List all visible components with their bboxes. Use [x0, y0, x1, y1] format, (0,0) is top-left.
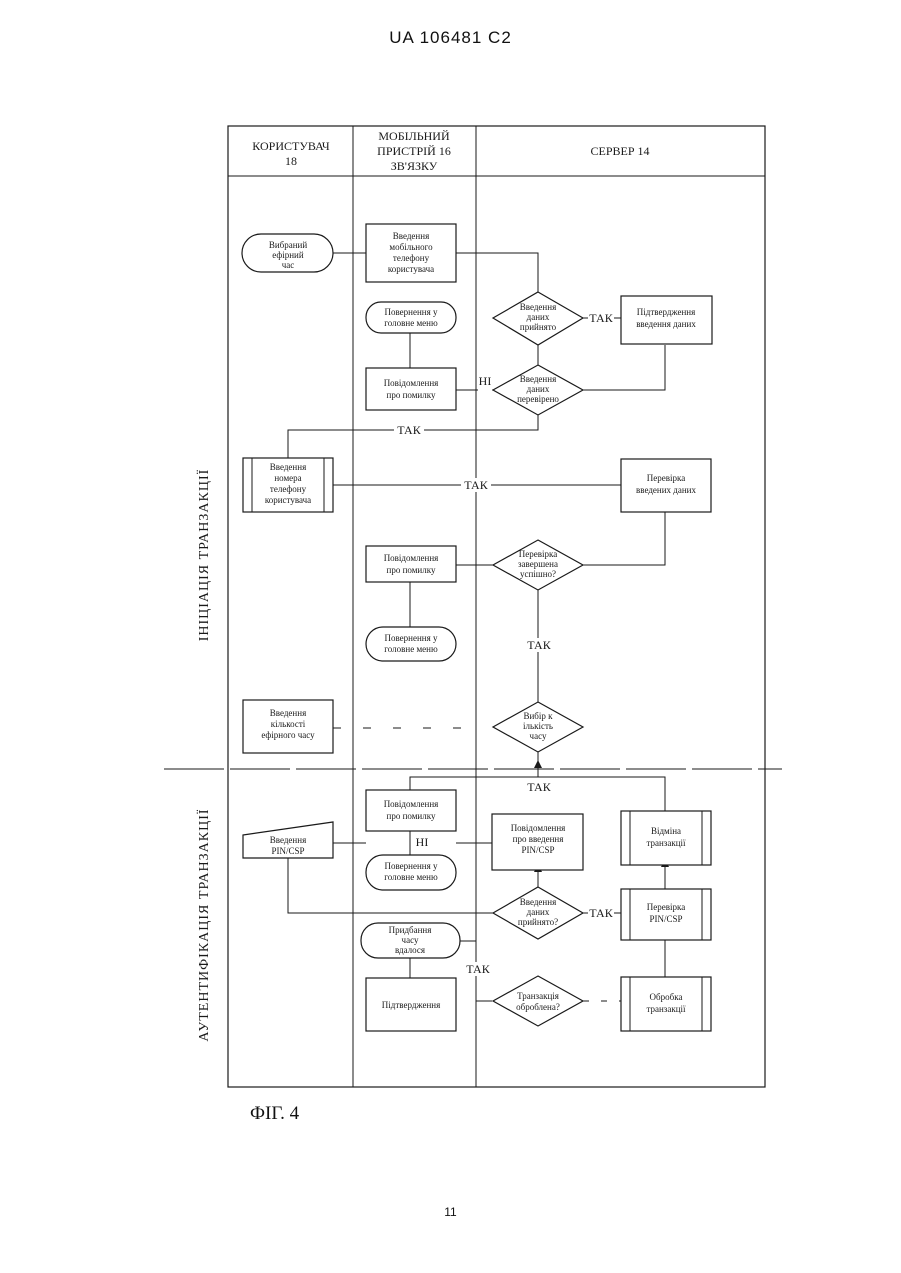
return-main-menu-2: Повернення уголовне меню [366, 627, 456, 661]
svg-text:ВведенняPIN/CSP: ВведенняPIN/CSP [270, 835, 306, 856]
svg-text:Транзакціяоброблена?: Транзакціяоброблена? [516, 991, 560, 1012]
svg-text:Повернення уголовне меню: Повернення уголовне меню [384, 861, 438, 882]
svg-text:Перевірказавершенауспішно?: Перевірказавершенауспішно? [518, 549, 558, 579]
data-accepted-decision: Введенняданихприйнято [493, 292, 583, 345]
svg-text:Введеннямобільноготелефонукори: Введеннямобільноготелефонукористувача [388, 231, 434, 274]
transaction-processed-decision: Транзакціяоброблена? [493, 976, 583, 1026]
svg-text:Повернення уголовне меню: Повернення уголовне меню [384, 633, 438, 654]
check-success-decision: Перевірказавершенауспішно? [493, 540, 583, 590]
label-yes-5: ТАК [527, 780, 551, 794]
label-no-2: НІ [416, 835, 429, 849]
col-header-mobile: МОБІЛЬНИЙПРИСТРІЙ 16ЗВ'ЯЗКУ [377, 129, 451, 173]
phase-label-authentication: АУТЕНТИФІКАЦІЯ ТРАНЗАКЦІЇ [195, 808, 212, 1041]
phone-number-entry-box: Введенняномерателефонукористувача [243, 458, 333, 512]
page-number: 11 [0, 1205, 901, 1219]
amount-passed-decision: Вибір кількістьчасу [493, 702, 583, 752]
error-message-box-3: Повідомленняпро помилку [366, 790, 456, 831]
verify-data-box: Перевіркавведених даних [621, 459, 711, 512]
label-yes-1: ТАК [589, 311, 613, 325]
error-message-box-1: Повідомленняпро помилку [366, 368, 456, 410]
phase-label-initiation: ІНІЦІАЦІЯ ТРАНЗАКЦІЇ [195, 469, 212, 642]
pin-request-message-box: Повідомленняпро введенняPIN/CSP [492, 814, 583, 870]
confirm-entry-box: Підтвердженнявведення даних [621, 296, 712, 344]
cancel-transaction-box: Відмінатранзакції [621, 811, 711, 865]
label-yes-7: ТАК [466, 962, 490, 976]
error-message-box-2: Повідомленняпро помилку [366, 546, 456, 582]
col-header-user: КОРИСТУВАЧ18 [252, 139, 330, 168]
confirmation-box: Підтвердження [366, 978, 456, 1031]
return-main-menu-1: Повернення уголовне меню [366, 302, 456, 333]
figure-caption: ФІГ. 4 [250, 1103, 299, 1125]
transaction-success-terminator: Придбаннячасувдалося [361, 923, 460, 958]
verify-pin-box: ПеревіркаPIN/CSP [621, 889, 711, 940]
airtime-amount-entry-box: Введеннякількостіефірного часу [243, 700, 333, 753]
process-transaction-box: Обробкатранзакції [621, 977, 711, 1031]
pin-accepted-decision: Введенняданихприйнято? [493, 887, 583, 939]
label-yes-6: ТАК [589, 906, 613, 920]
connector-lines [288, 253, 669, 1001]
svg-text:Підтвердження: Підтвердження [382, 1000, 441, 1010]
mobile-phone-entry-box: Введеннямобільноготелефонукористувача [366, 224, 456, 282]
label-no-1: НІ [479, 374, 492, 388]
airtime-selection-terminator: Вибранийефірнийчас [242, 234, 333, 272]
col-header-server: СЕРВЕР 14 [590, 144, 649, 158]
svg-text:Повернення уголовне меню: Повернення уголовне меню [384, 307, 438, 328]
label-yes-4: ТАК [527, 638, 551, 652]
return-main-menu-3: Повернення уголовне меню [366, 855, 456, 890]
data-checked-decision: Введенняданихперевірено [493, 365, 583, 415]
label-yes-2: ТАК [397, 423, 421, 437]
svg-text:Введенняномерателефонукористув: Введенняномерателефонукористувача [265, 462, 311, 505]
pin-entry-input-shape: ВведенняPIN/CSP [243, 822, 333, 858]
label-yes-3: ТАК [464, 478, 488, 492]
